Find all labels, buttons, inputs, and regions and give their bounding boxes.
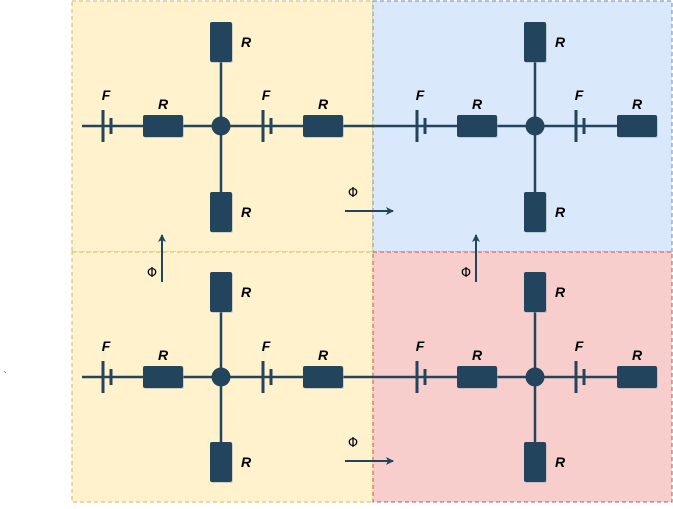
resistor-vertical (210, 272, 232, 312)
resistor-vertical (210, 442, 232, 482)
resistor-label: R (318, 96, 329, 112)
resistor-label: R (318, 347, 329, 363)
source-label: F (102, 338, 111, 354)
resistor-label: R (241, 284, 252, 300)
resistor-vertical (524, 192, 546, 232)
labels-layer: R R F R F R R R F R F R R R F R F R R R F R F R Φ Φ Φ Φ (102, 34, 643, 470)
junction-node (525, 367, 545, 387)
resistor-vertical (210, 192, 232, 232)
components-layer (101, 22, 658, 483)
junction-node (525, 116, 545, 136)
resistor-label: R (241, 454, 252, 470)
flux-label: Φ (348, 436, 358, 451)
resistor-label: R (158, 347, 169, 363)
source-label: F (262, 338, 271, 354)
resistor-vertical (524, 272, 546, 312)
source-label: F (102, 87, 111, 103)
source-label: F (575, 338, 584, 354)
resistor-horizontal (457, 366, 497, 388)
resistor-label: R (632, 96, 643, 112)
resistor-vertical (524, 22, 546, 62)
flux-label: Φ (461, 266, 471, 281)
flux-label: Φ (348, 186, 358, 201)
junction-node (211, 367, 231, 387)
resistor-label: R (555, 454, 566, 470)
junction-node (211, 116, 231, 136)
resistor-horizontal (143, 115, 183, 137)
resistor-label: R (555, 284, 566, 300)
resistor-vertical (210, 22, 232, 62)
resistor-label: R (555, 204, 566, 220)
resistor-label: R (241, 204, 252, 220)
resistor-horizontal (617, 115, 657, 137)
stray-mark: ` (3, 370, 8, 382)
source-label: F (416, 338, 425, 354)
resistor-horizontal (143, 366, 183, 388)
resistor-horizontal (617, 366, 657, 388)
resistor-vertical (524, 442, 546, 482)
resistor-label: R (158, 96, 169, 112)
resistor-label: R (555, 34, 566, 50)
resistor-label: R (241, 34, 252, 50)
source-label: F (575, 87, 584, 103)
resistor-horizontal (303, 366, 343, 388)
resistor-label: R (632, 347, 643, 363)
resistor-horizontal (303, 115, 343, 137)
resistor-horizontal (457, 115, 497, 137)
source-label: F (416, 87, 425, 103)
resistor-label: R (472, 347, 483, 363)
resistor-label: R (472, 96, 483, 112)
source-label: F (262, 87, 271, 103)
flux-label: Φ (147, 266, 157, 281)
